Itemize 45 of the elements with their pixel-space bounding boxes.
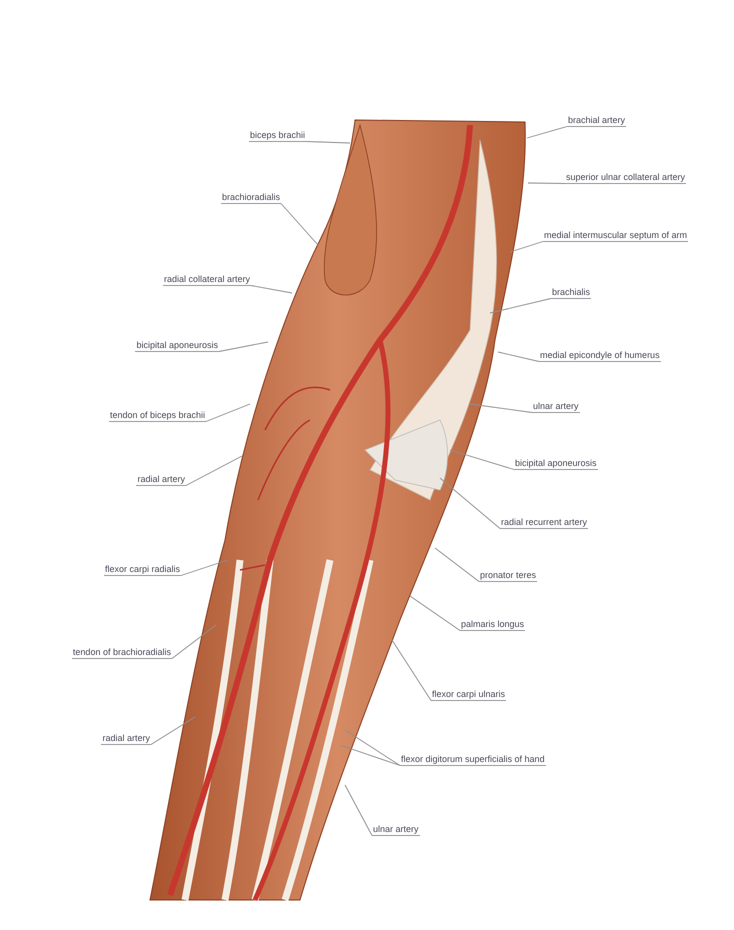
anatomy-label: medial intermuscular septum of arm <box>543 230 688 242</box>
leader-line <box>218 342 268 352</box>
leader-line <box>498 352 540 362</box>
anatomy-label: ulnar artery <box>532 401 580 413</box>
anatomy-label: radial artery <box>101 733 151 745</box>
anatomy-label: biceps brachii <box>248 130 306 142</box>
leader-line <box>150 716 196 745</box>
leader-line <box>206 404 250 422</box>
anatomy-label: brachialis <box>551 287 592 299</box>
anatomy-label: radial recurrent artery <box>500 517 588 529</box>
leader-line <box>340 744 400 766</box>
leader-line <box>470 404 532 413</box>
anatomy-label: palmaris longus <box>460 619 526 631</box>
leader-line <box>450 450 514 470</box>
anatomy-label: bicipital aponeurosis <box>135 340 219 352</box>
anatomy-label: radial collateral artery <box>162 274 251 286</box>
leader-line <box>250 285 292 294</box>
leader-line <box>344 730 400 766</box>
anatomy-label: brachial artery <box>567 115 626 127</box>
leader-line <box>440 478 500 529</box>
leader-line <box>410 596 460 631</box>
leader-line <box>280 203 318 246</box>
leader-line <box>186 456 242 486</box>
anatomy-label: ulnar artery <box>372 824 420 836</box>
anatomy-label: radial artery <box>136 474 186 486</box>
leader-line <box>180 560 228 576</box>
leader-line <box>392 640 432 701</box>
leader-line <box>490 298 552 314</box>
leader-line <box>172 624 216 659</box>
leader-line <box>434 548 480 582</box>
anatomy-label: flexor digitorum superficialis of hand <box>400 754 546 766</box>
leader-line <box>528 182 566 184</box>
anatomy-label: flexor carpi ulnaris <box>431 689 506 701</box>
leader-line <box>306 141 350 144</box>
anatomy-label: tendon of brachioradialis <box>72 647 172 659</box>
leader-line <box>526 126 568 138</box>
leader-line <box>344 784 372 836</box>
anatomy-label: bicipital aponeurosis <box>514 458 598 470</box>
anatomy-label: medial epicondyle of humerus <box>539 350 661 362</box>
anatomy-label: tendon of biceps brachii <box>108 410 206 422</box>
anatomy-label: superior ulnar collateral artery <box>565 172 686 184</box>
anatomy-label: brachioradialis <box>220 192 281 204</box>
anatomy-label: flexor carpi radialis <box>104 564 181 576</box>
leader-line <box>510 241 544 252</box>
anatomy-label: pronator teres <box>479 570 538 582</box>
